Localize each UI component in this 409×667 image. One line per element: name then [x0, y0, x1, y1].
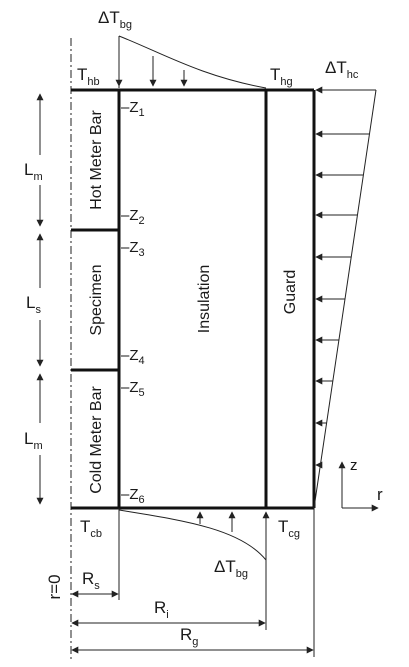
rs-label: Rs: [82, 569, 100, 592]
ri-label: Ri: [154, 598, 169, 621]
ls-label: Ls: [26, 293, 41, 316]
z3-label: –Z3: [121, 239, 145, 259]
t-cb-label: Tcb: [80, 517, 102, 540]
t-hb-label: Thb: [77, 65, 100, 88]
z6-label: –Z6: [121, 486, 145, 506]
bottom-delta-t-bg-profile: [118, 509, 267, 561]
delta-t-hc-label: ΔThc: [325, 58, 359, 81]
insulation-label: Insulation: [196, 265, 213, 334]
side-heat-arrows: [315, 86, 376, 469]
guard-label: Guard: [282, 270, 299, 314]
r-axis-label: r: [377, 485, 383, 504]
rg-label: Rg: [180, 625, 198, 648]
z1-label: –Z1: [121, 99, 145, 119]
specimen-label: Specimen: [88, 264, 105, 335]
cold-meter-bar-label: Cold Meter Bar: [88, 386, 105, 494]
z-axis-label: z: [350, 457, 358, 474]
r-zero-label: r=0: [45, 574, 64, 599]
delta-t-bg-top-label: ΔTbg: [98, 8, 132, 31]
delta-t-bg-bottom-label: ΔTbg: [214, 557, 248, 580]
lm-bottom-label: Lm: [24, 429, 43, 452]
z2-label: –Z2: [121, 207, 145, 227]
z4-label: –Z4: [121, 347, 145, 367]
hot-meter-bar-label: Hot Meter Bar: [88, 110, 105, 210]
lm-top-label: Lm: [24, 160, 43, 183]
top-delta-t-bg-profile: [118, 35, 267, 89]
z5-label: –Z5: [121, 379, 145, 399]
t-cg-label: Tcg: [278, 517, 300, 540]
t-hg-label: Thg: [270, 65, 293, 88]
